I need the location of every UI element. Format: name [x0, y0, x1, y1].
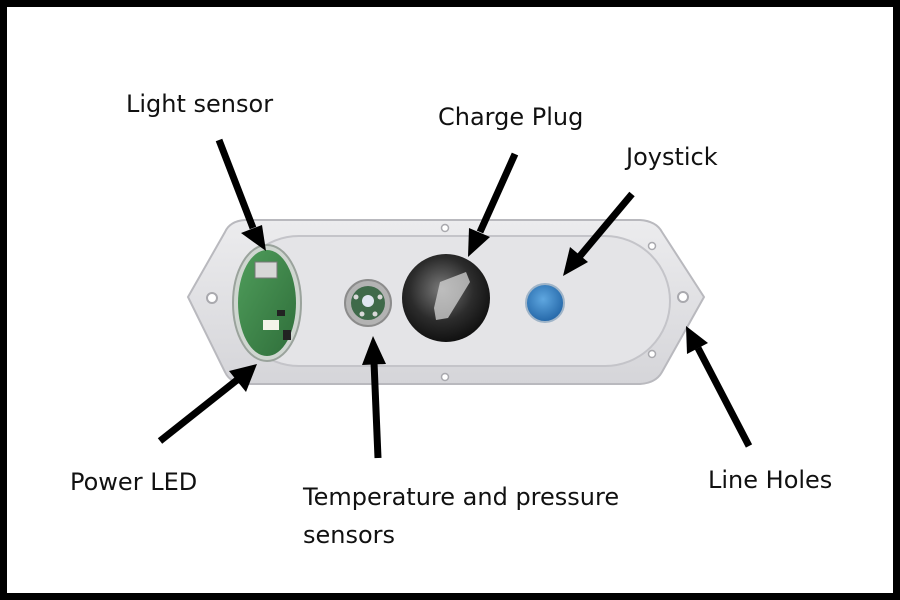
- line-hole-right: [677, 291, 689, 303]
- arrow-line-holes: [694, 346, 753, 448]
- screw-hole: [647, 349, 657, 359]
- charge-plug-icon: [402, 254, 490, 342]
- screw-hole: [440, 223, 450, 233]
- arrowhead-temp-pressure: [362, 336, 386, 365]
- arrowhead-light-sensor: [241, 225, 266, 251]
- label-temperature-pressure: Temperature and pressure sensors: [303, 483, 620, 549]
- arrowhead-line-holes: [686, 326, 708, 354]
- arrow-power-led: [157, 377, 240, 444]
- screw-hole: [440, 372, 450, 382]
- arrowhead-power-led: [229, 364, 257, 392]
- arrow-temp-pressure: [370, 361, 382, 459]
- sensor-icon: [344, 279, 392, 327]
- label-joystick: Joystick: [626, 143, 718, 171]
- screw-hole: [647, 241, 657, 251]
- joystick-icon: [525, 283, 565, 323]
- label-charge-plug: Charge Plug: [438, 103, 584, 131]
- light-sensor-window: [232, 244, 302, 362]
- arrowhead-charge-plug: [468, 228, 490, 257]
- label-light-sensor: Light sensor: [126, 90, 274, 118]
- arrowhead-joystick: [563, 247, 588, 276]
- arrow-charge-plug: [476, 152, 519, 234]
- label-line-holes: Line Holes: [708, 466, 833, 494]
- line-hole-left: [206, 292, 218, 304]
- label-power-led: Power LED: [70, 468, 198, 496]
- arrow-joystick: [577, 191, 635, 259]
- arrows: [157, 138, 753, 459]
- arrow-light-sensor: [215, 138, 257, 230]
